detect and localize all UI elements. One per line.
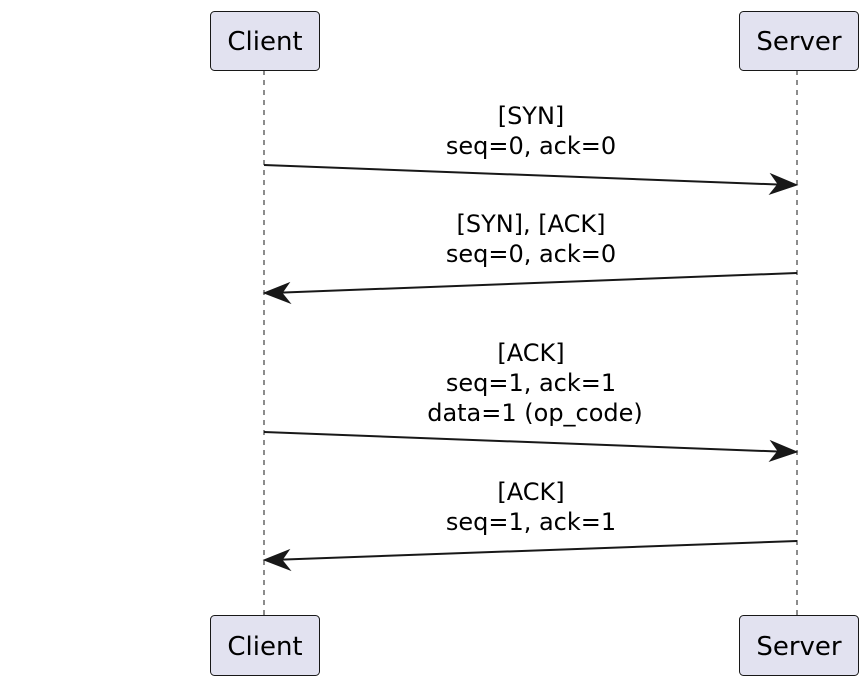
message-syn-ack-arrow-line <box>270 272 798 294</box>
participant-client-bottom: Client <box>210 615 320 676</box>
message-syn-label-line-2: seq=0, ack=0 <box>446 132 616 160</box>
participant-server-bottom: Server <box>739 615 859 676</box>
message-ack-label-line-1: [ACK] <box>497 478 564 506</box>
message-ack-data-label-line-1: [ACK] <box>497 339 564 367</box>
participant-client-bottom-box <box>210 615 320 676</box>
participant-server-bottom-box <box>739 615 859 676</box>
participant-client-top: Client <box>210 11 320 71</box>
message-syn-arrow-line <box>263 164 791 186</box>
participant-client-top-box <box>210 11 320 71</box>
message-ack-data: [ACK] seq=1, ack=1 data=1 (op_code) <box>263 339 799 463</box>
message-ack-label-line-2: seq=1, ack=1 <box>446 508 616 536</box>
participant-server-top: Server <box>739 11 859 71</box>
participant-client-bottom-label: Client <box>227 632 302 662</box>
message-syn-label-line-1: [SYN] <box>498 102 565 130</box>
message-syn: [SYN] seq=0, ack=0 <box>263 102 799 196</box>
message-syn-ack-label-line-2: seq=0, ack=0 <box>446 240 616 268</box>
participant-server-top-box <box>739 11 859 71</box>
message-syn-arrowhead <box>768 172 799 196</box>
participant-server-bottom-label: Server <box>756 632 842 662</box>
message-ack-data-label-line-2: seq=1, ack=1 <box>446 369 616 397</box>
message-syn-ack: [SYN], [ACK] seq=0, ack=0 <box>262 210 798 305</box>
message-ack-arrowhead <box>262 548 292 572</box>
message-syn-ack-arrowhead <box>262 281 292 305</box>
message-ack: [ACK] seq=1, ack=1 <box>262 478 798 572</box>
participant-server-top-label: Server <box>756 27 842 57</box>
message-ack-data-arrowhead <box>768 439 799 463</box>
participant-client-top-label: Client <box>227 27 302 57</box>
message-ack-arrow-line <box>270 540 798 561</box>
message-syn-ack-label-line-1: [SYN], [ACK] <box>456 210 605 238</box>
message-ack-data-arrow-line <box>263 431 791 453</box>
message-ack-data-label-line-3: data=1 (op_code) <box>427 399 643 427</box>
